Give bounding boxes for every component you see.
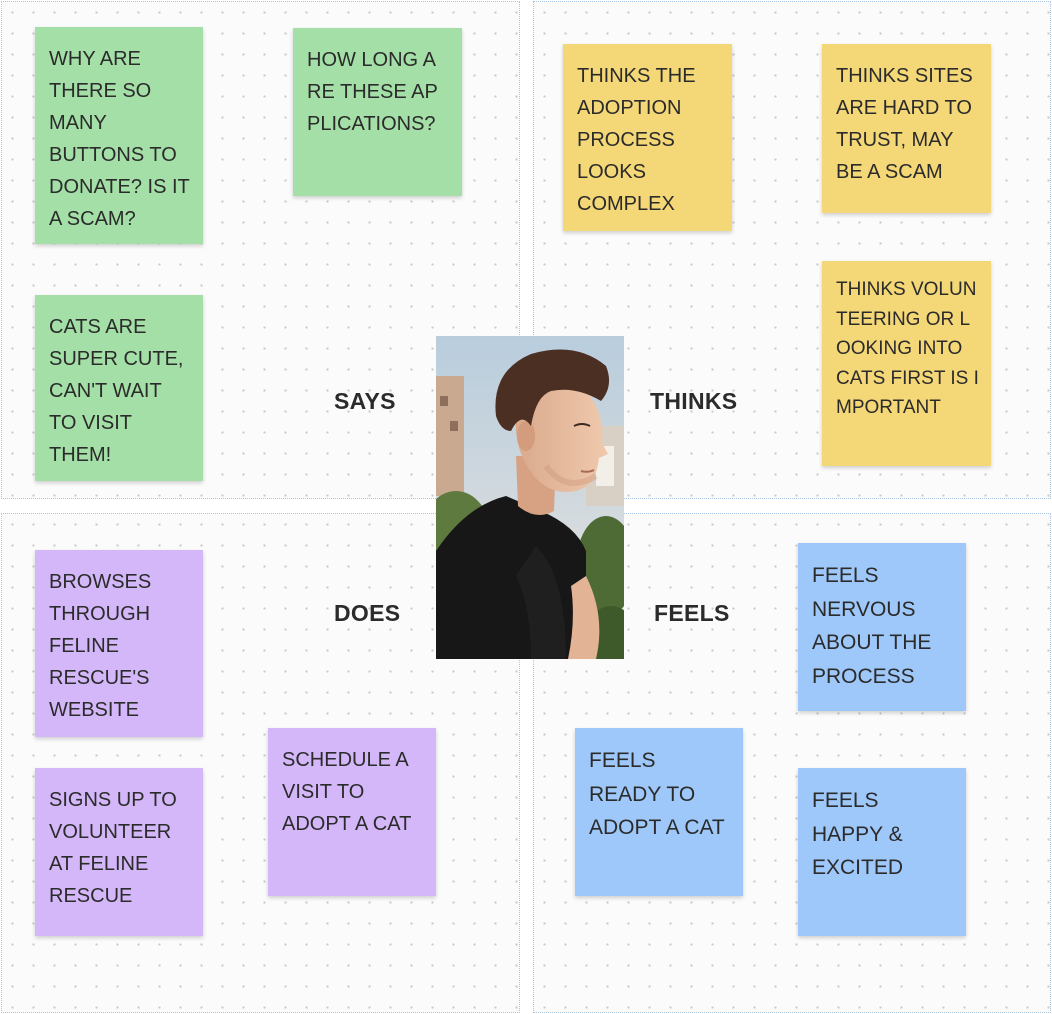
does-label: DOES [334, 600, 401, 626]
sticky-note[interactable]: FEELS HAPPY & EXCITED [798, 768, 966, 936]
sticky-note[interactable]: WHY ARE THERE SO MANY BUTTONS TO DONATE?… [35, 27, 203, 244]
sticky-note[interactable]: CATS ARE SUPER CUTE, CAN'T WAIT TO VISIT… [35, 295, 203, 481]
sticky-note[interactable]: THINKS THE ADOPTION PROCESS LOOKS COMPLE… [563, 44, 732, 231]
sticky-note[interactable]: THINKS SITES ARE HARD TO TRUST, MAY BE A… [822, 44, 991, 213]
sticky-note-text: FEELS READY TO ADOPT A CAT [589, 749, 725, 839]
sticky-note-text: FEELS HAPPY & EXCITED [812, 789, 904, 879]
sticky-note[interactable]: THINKS VOLUNTEERING OR LOOKING INTO CATS… [822, 261, 991, 466]
sticky-note-text: WHY ARE THERE SO MANY BUTTONS TO DONATE?… [49, 48, 190, 230]
sticky-note-text: CATS ARE SUPER CUTE, CAN'T WAIT TO VISIT… [49, 316, 184, 466]
feels-label: FEELS [654, 600, 730, 626]
sticky-note[interactable]: SIGNS UP TO VOLUNTEER AT FELINE RESCUE [35, 768, 203, 936]
sticky-note-text: HOW LONG ARE THESE APPLICATIONS? [307, 49, 438, 135]
sticky-note-text: SIGNS UP TO VOLUNTEER AT FELINE RESCUE [49, 789, 177, 907]
sticky-note[interactable]: FEELS READY TO ADOPT A CAT [575, 728, 743, 896]
sticky-note-text: BROWSES THROUGH FELINE RESCUE'S WEBSITE [49, 571, 152, 721]
sticky-note-text: SCHEDULE A VISIT TO ADOPT A CAT [282, 749, 412, 835]
sticky-note[interactable]: HOW LONG ARE THESE APPLICATIONS? [293, 28, 462, 196]
sticky-note-text: THINKS VOLUNTEERING OR LOOKING INTO CATS… [836, 279, 979, 418]
sticky-note[interactable]: BROWSES THROUGH FELINE RESCUE'S WEBSITE [35, 550, 203, 737]
sticky-note[interactable]: FEELS NERVOUS ABOUT THE PROCESS [798, 543, 966, 711]
persona-photo [436, 336, 624, 659]
sticky-note-text: THINKS SITES ARE HARD TO TRUST, MAY BE A… [836, 65, 973, 183]
thinks-label: THINKS [650, 388, 738, 414]
sticky-note[interactable]: SCHEDULE A VISIT TO ADOPT A CAT [268, 728, 436, 896]
says-label: SAYS [334, 388, 396, 414]
sticky-note-text: THINKS THE ADOPTION PROCESS LOOKS COMPLE… [577, 65, 696, 215]
sticky-note-text: FEELS NERVOUS ABOUT THE PROCESS [812, 564, 932, 688]
